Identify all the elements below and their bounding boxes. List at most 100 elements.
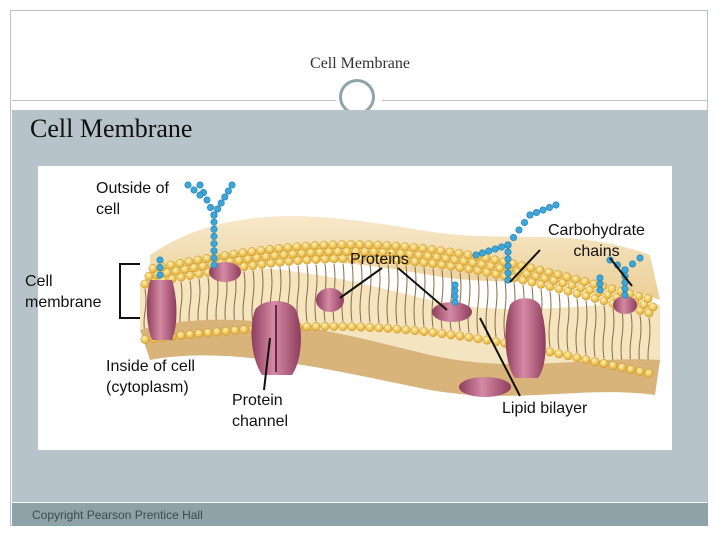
lipid-head (437, 329, 447, 339)
lipid-head (455, 331, 465, 341)
lipid-head (545, 347, 555, 357)
lipid-head (405, 249, 415, 259)
lipid-head (382, 241, 392, 251)
lipid-tail (143, 288, 147, 335)
lipid-tail (395, 265, 399, 325)
lipid-head (320, 321, 330, 331)
sugar-unit (504, 276, 512, 284)
lipid-head (648, 302, 658, 312)
sugar-unit (520, 219, 528, 227)
lipid-tail (575, 298, 579, 353)
sugar-unit (184, 181, 192, 189)
sugar-unit (498, 243, 506, 251)
lipid-head (288, 249, 298, 259)
lipid-head (230, 325, 240, 335)
ring-ornament (339, 79, 375, 115)
lipid-head (329, 321, 339, 331)
sugar-unit (504, 262, 512, 270)
lipid-head (140, 279, 150, 289)
label-lipid-bilayer: Lipid bilayer (502, 400, 588, 417)
lipid-head (464, 332, 474, 342)
lipid-head (369, 247, 379, 257)
lipid-head (342, 247, 352, 257)
leader-lines (263, 249, 633, 397)
label-outside-of-cell: Outside of cell (96, 180, 169, 218)
lipid-head (247, 247, 257, 257)
lipid-head (410, 326, 420, 336)
lipid-head (212, 327, 222, 337)
copyright-text: Copyright Pearson Prentice Hall (32, 508, 203, 522)
lipid-head (383, 323, 393, 333)
sugar-unit (210, 218, 218, 226)
lipid-head (346, 240, 356, 250)
lipid-head (365, 254, 375, 264)
lipid-head (274, 243, 284, 253)
lipid-head (144, 271, 154, 281)
sugar-unit (156, 263, 164, 271)
lipid-tail (422, 267, 426, 327)
lipid-head (401, 256, 411, 266)
lipid-head (351, 247, 361, 257)
header-rule-left (12, 100, 342, 101)
lipid-head (311, 255, 321, 264)
lipid-head (284, 257, 294, 266)
sugar-unit (621, 291, 629, 299)
lipid-head (302, 322, 312, 332)
sugar-unit (214, 205, 222, 213)
lipid-head (171, 266, 181, 276)
lipid-head (553, 270, 563, 280)
sugar-unit (504, 248, 512, 256)
sugar-unit (207, 204, 215, 212)
lipid-head (526, 263, 536, 273)
sugar-unit (515, 226, 523, 234)
sugar-unit (491, 245, 499, 253)
sugar-unit (156, 256, 164, 264)
protein-far-right (613, 296, 637, 314)
lipid-head (463, 250, 473, 260)
lipid-tail (368, 263, 372, 323)
lipid-head (428, 328, 438, 337)
lipid-head (239, 262, 249, 272)
lipid-head (464, 264, 474, 274)
lipid-head (148, 264, 158, 273)
lipid-tail (314, 264, 318, 322)
lipid-head (554, 349, 564, 359)
lipid-head (468, 258, 478, 268)
lipid-tail (386, 264, 390, 324)
lipid-head (283, 243, 293, 253)
sugar-unit (596, 286, 604, 294)
lipid-head (580, 277, 590, 287)
protein-right-tall (505, 298, 546, 378)
lipid-head (338, 322, 348, 331)
lipid-head (266, 258, 276, 268)
lipid-head (396, 249, 406, 258)
lipid-head (311, 322, 321, 331)
slide-title: Cell Membrane (30, 114, 193, 143)
lipid-tail (638, 315, 642, 367)
lipid-head (229, 249, 239, 259)
lipid-head (387, 248, 397, 258)
lipid-head (292, 242, 302, 252)
lipid-head (419, 327, 429, 336)
lipid-tail (233, 272, 237, 326)
lipid-tail (584, 300, 588, 355)
lipid-head (356, 322, 366, 332)
sugar-unit (210, 225, 218, 233)
lipid-head (473, 266, 483, 276)
sugar-unit (196, 181, 204, 189)
protein-small-1 (209, 262, 241, 282)
lipid-head (626, 365, 636, 374)
lipid-tail (494, 279, 498, 337)
lipid-tail (359, 263, 363, 323)
label-carbohydrate-chains: Carbohydrate chains (548, 222, 645, 260)
lipid-head (414, 250, 424, 260)
header-title: Cell Membrane (310, 55, 410, 72)
sugar-unit (526, 211, 534, 219)
lipid-head (544, 267, 554, 277)
lipid-head (436, 246, 446, 256)
sugar-unit (156, 271, 164, 279)
lipid-head (473, 334, 483, 344)
lipid-head (301, 241, 311, 251)
lipid-head (482, 267, 492, 277)
lipid-head (297, 248, 307, 258)
